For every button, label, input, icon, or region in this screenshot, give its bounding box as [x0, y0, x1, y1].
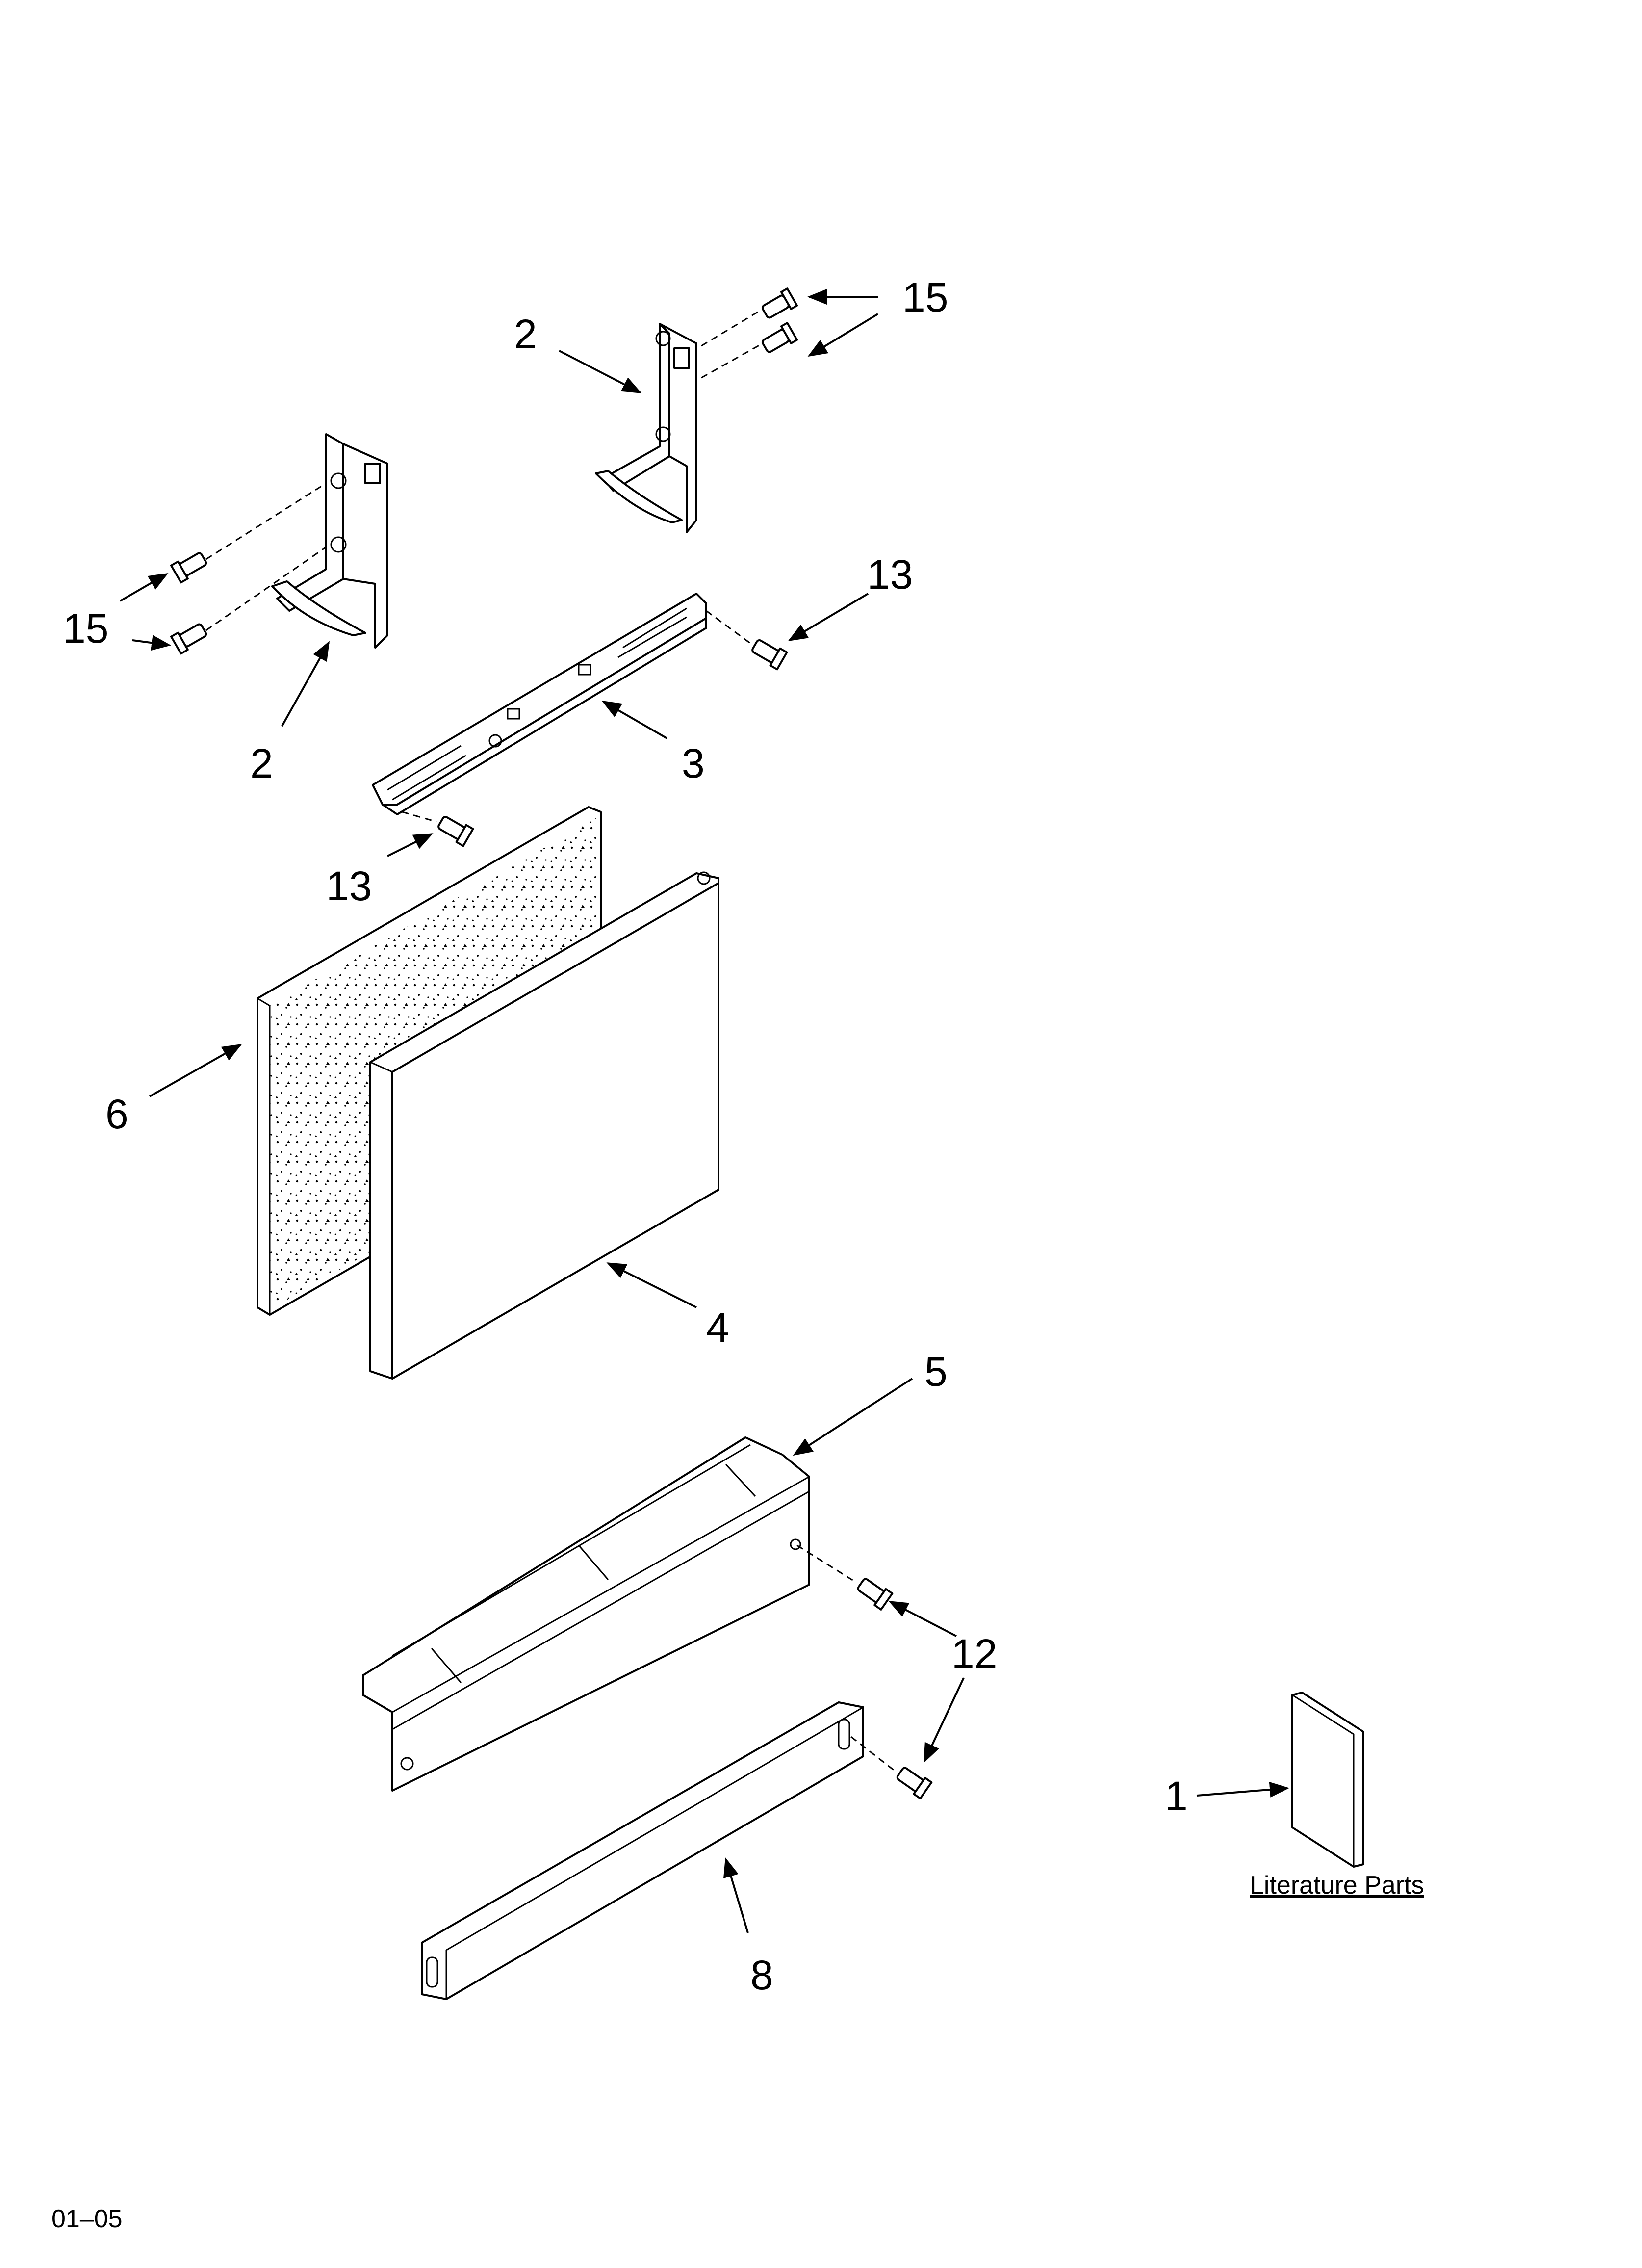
page-code: 01–05 — [51, 2205, 123, 2233]
literature-parts-caption: Literature Parts — [1250, 1871, 1424, 1900]
callout-12: 12 — [951, 1631, 997, 1677]
toe-panel-bracket — [362, 1436, 810, 1792]
screw-13-lower — [437, 816, 474, 847]
callout-6: 6 — [105, 1091, 128, 1137]
leader-lines — [119, 289, 1289, 1933]
callout-15-left: 15 — [63, 605, 108, 652]
mounting-bracket-right — [595, 323, 697, 533]
callout-13-top: 13 — [867, 551, 913, 598]
callout-2-top: 2 — [514, 311, 537, 357]
callout-13-lower: 13 — [326, 863, 372, 909]
screw-12-lower — [896, 1767, 933, 1799]
callout-3: 3 — [682, 740, 705, 786]
callout-5: 5 — [924, 1349, 948, 1395]
mounting-rail — [372, 593, 707, 815]
callout-4: 4 — [706, 1304, 729, 1351]
screw-15-left-b — [170, 623, 207, 655]
screw-15-top-a — [761, 287, 798, 319]
toe-plate — [421, 1701, 864, 2000]
callout-2-left: 2 — [250, 740, 273, 786]
screw-15-left-a — [170, 552, 207, 584]
callout-8: 8 — [750, 1952, 773, 1998]
screws — [170, 287, 933, 1799]
callout-15-top: 15 — [902, 274, 948, 320]
door-panel — [369, 871, 719, 1380]
literature-booklet — [1291, 1692, 1364, 1868]
screw-12-upper — [857, 1578, 894, 1611]
screw-13-top — [751, 639, 788, 671]
screw-15-top-b — [761, 322, 798, 353]
callout-labels: 15 2 13 15 2 3 13 6 4 5 12 1 8 — [63, 274, 1188, 1998]
mounting-bracket-left — [271, 433, 388, 649]
callout-1: 1 — [1165, 1773, 1188, 1819]
alignment-lines — [205, 308, 896, 1772]
